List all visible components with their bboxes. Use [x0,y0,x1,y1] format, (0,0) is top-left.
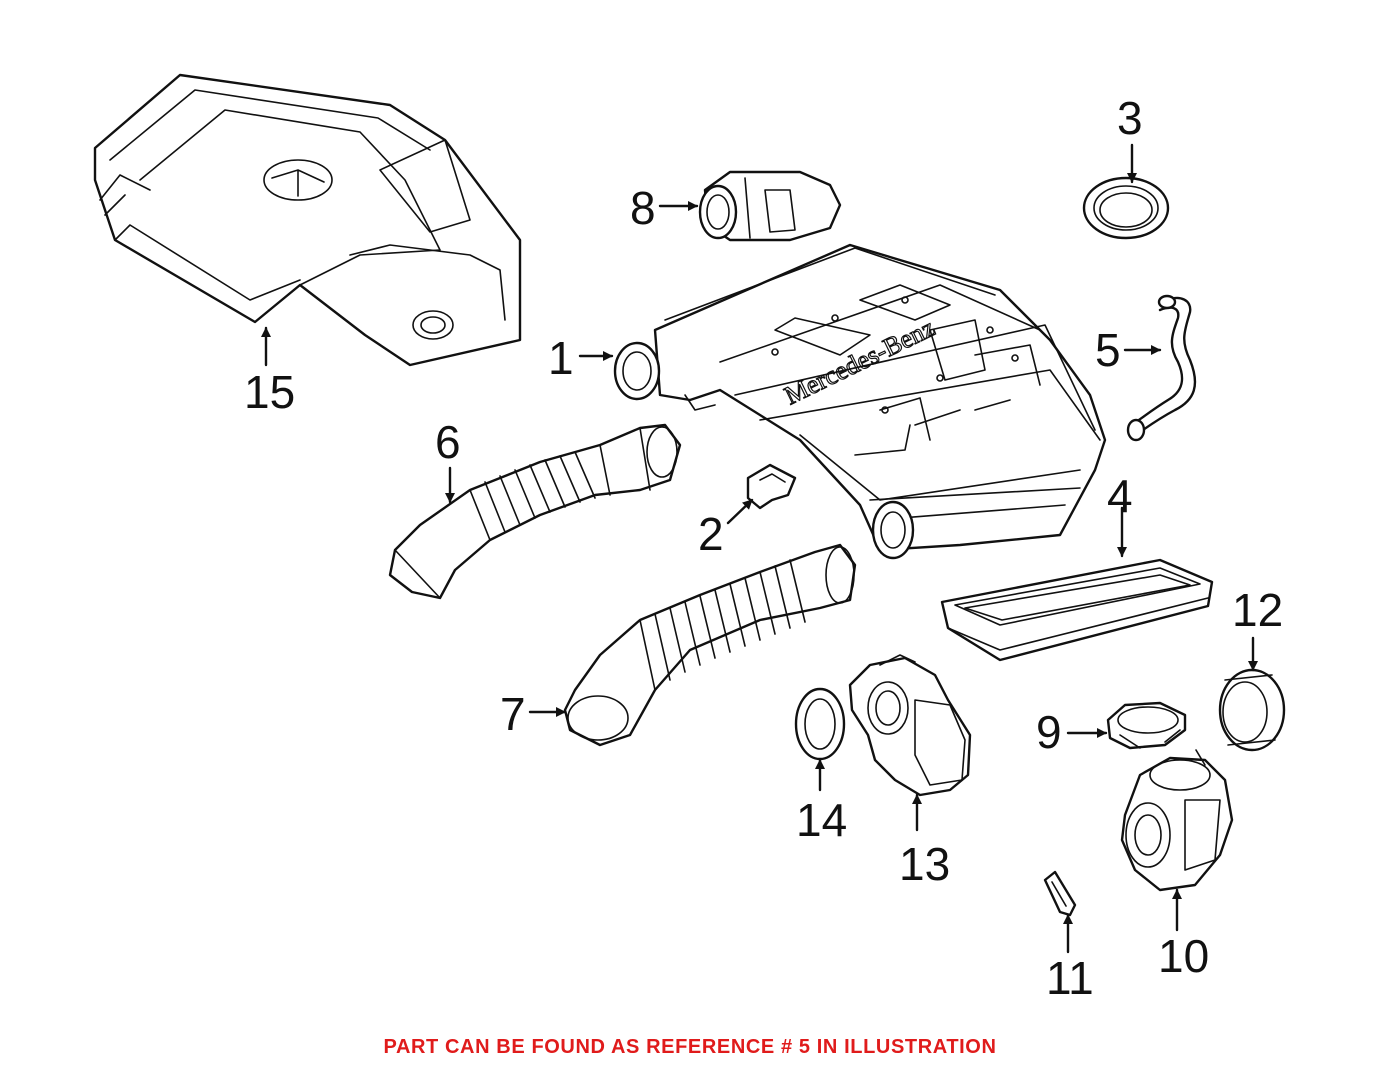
callout-4: 4 [1107,470,1133,522]
callout-15: 15 [244,366,295,418]
air-filter-element-part[interactable] [940,558,1214,662]
air-filter-housing-part[interactable]: Mercedes-Benz [613,243,1107,560]
gasket-part[interactable] [794,687,846,761]
callout-labels: 1 2 3 4 5 6 7 8 9 10 11 12 13 14 15 [244,92,1283,1004]
engine-cover-part[interactable] [93,73,522,367]
throttle-body-part[interactable] [848,654,972,797]
callout-7: 7 [500,688,526,740]
breather-hose-part[interactable] [1126,294,1197,442]
callout-10: 10 [1158,930,1209,982]
bracket-part[interactable] [746,463,797,510]
callout-8: 8 [630,182,656,234]
callout-14: 14 [796,794,847,846]
callout-2: 2 [698,508,724,560]
air-flow-sensor-part[interactable] [698,170,842,242]
callout-9: 9 [1036,706,1062,758]
reference-caption: PART CAN BE FOUND AS REFERENCE # 5 IN IL… [383,1036,997,1058]
callout-arrows [261,143,1258,954]
callout-1: 1 [548,332,574,384]
callout-5: 5 [1095,324,1121,376]
callout-13: 13 [899,838,950,890]
clip-part[interactable] [1043,870,1077,917]
callout-6: 6 [435,416,461,468]
clamp-sleeve-part[interactable] [1218,668,1286,752]
intake-duct-lower-part[interactable] [563,543,857,747]
callout-3: 3 [1117,92,1143,144]
intake-duct-upper-part[interactable] [388,423,682,600]
connector-ring-part[interactable] [1106,701,1187,750]
callout-11: 11 [1046,952,1094,1004]
housing-adapter-part[interactable] [1120,749,1234,892]
seal-ring-part[interactable] [1082,176,1170,240]
callout-12: 12 [1232,584,1283,636]
